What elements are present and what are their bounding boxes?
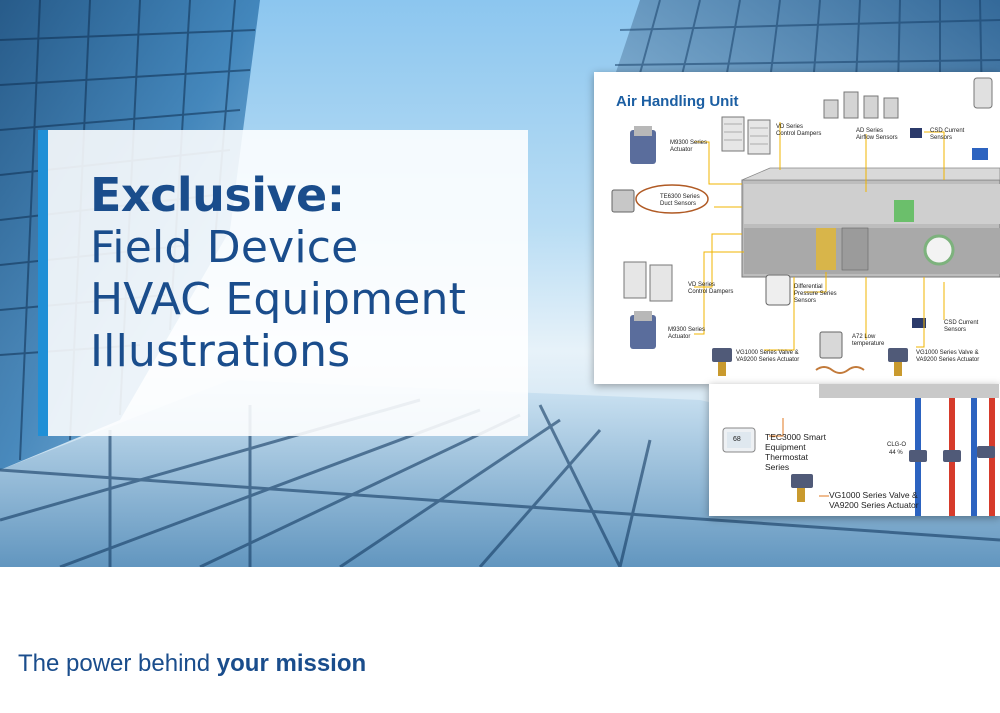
title-block: Exclusive: Field Device HVAC Equipment I… — [90, 172, 466, 374]
thermostat-illustration — [722, 384, 999, 516]
thermostat-valve-diagram: 68 TEC3000 Smart Equipment Thermostat Se… — [709, 384, 1000, 516]
label-clg: CLG-O — [887, 442, 907, 448]
title-heading: Exclusive: — [90, 168, 345, 222]
label-m9300-top: M9300 Series Actuator — [670, 140, 708, 153]
tagline: The power behind your mission — [18, 650, 366, 678]
air-handling-unit-diagram: Air Handling Unit M9300 Series Actuator … — [594, 72, 1000, 384]
diagram-title: Air Handling Unit — [616, 93, 739, 110]
title-line-1: Field Device — [90, 222, 359, 273]
label-a72: A72 Low temperature — [852, 334, 885, 347]
title-panel — [38, 130, 528, 436]
label-tec3000: TEC3000 Smart Equipment Thermostat Serie… — [765, 432, 826, 472]
tagline-bold: your mission — [216, 650, 367, 677]
tagline-normal: The power behind — [18, 650, 217, 677]
label-vd-bottom: VD Series Control Dampers — [688, 282, 734, 295]
title-line-2: HVAC Equipment — [90, 274, 467, 325]
label-vg1000-sub: VG1000 Series Valve & VA9200 Series Actu… — [829, 490, 919, 510]
label-clg-value: 44 % — [889, 450, 903, 456]
thermostat-reading: 68 — [733, 436, 741, 443]
label-dp-sensors: Differential Pressure Series Sensors — [794, 284, 837, 304]
label-vg1000-left: VG1000 Series Valve & VA9200 Series Actu… — [736, 350, 800, 363]
label-ad-sensors: AD Series Airflow Sensors — [856, 128, 898, 141]
hero-banner: Exclusive: Field Device HVAC Equipment I… — [0, 0, 1000, 567]
title-line-3: Illustrations — [90, 326, 351, 377]
title-accent-bar — [38, 130, 48, 436]
label-te6300: TE6300 Series Duct Sensors — [660, 194, 700, 207]
label-m9300-bottom: M9300 Series Actuator — [668, 327, 706, 340]
label-vg1000-right: VG1000 Series Valve & VA9200 Series Actu… — [916, 350, 980, 363]
label-csd-bottom: CSD Current Sensors — [944, 320, 979, 333]
label-vd-top: VD Series Control Dampers — [776, 124, 822, 137]
label-csd-top: CSD Current Sensors — [930, 128, 965, 141]
ahu-illustration — [611, 77, 1000, 376]
